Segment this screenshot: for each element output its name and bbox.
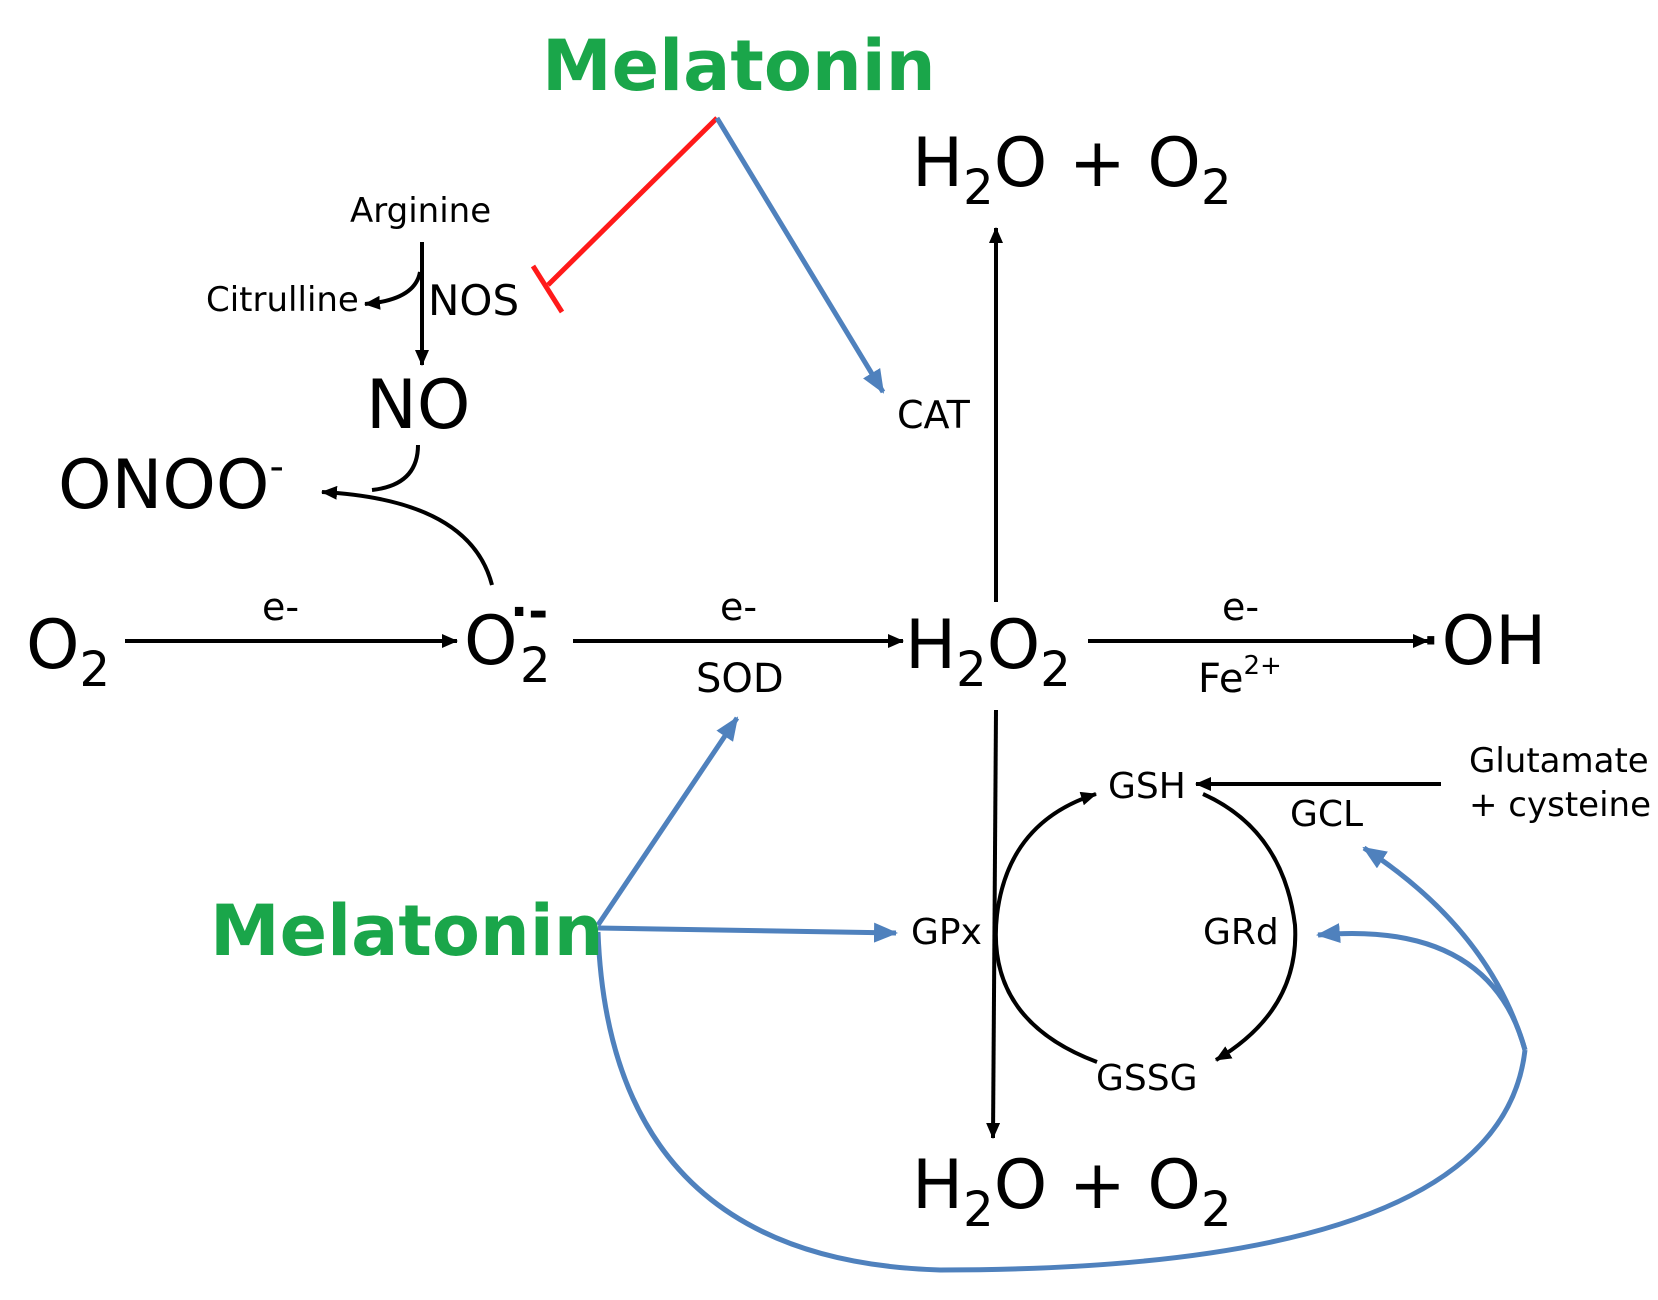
no-label: NO [366, 366, 470, 445]
melatonin-activates-grd-gcl-curve [595, 931, 1528, 1273]
peroxynitrite-charge: - [269, 444, 283, 490]
superoxide-to-onoo-arrow [321, 485, 494, 586]
gsh-label: GSH [1108, 766, 1186, 807]
superoxide-charge: ·- [510, 584, 548, 640]
superoxide-label: O [464, 602, 518, 681]
gpx-label: GPx [911, 912, 982, 953]
hydroxyl-radical-label: ·OH [1420, 602, 1546, 681]
cysteine-label: + cysteine [1469, 785, 1651, 825]
oxygen-left-label: O2 [26, 606, 110, 698]
electron-label-3: e- [1222, 585, 1259, 629]
gssg-label: GSSG [1096, 1058, 1198, 1099]
nos-label: NOS [428, 276, 519, 325]
peroxynitrite-label: ONOO- [58, 444, 284, 525]
inhibition-bar [530, 264, 565, 314]
water-oxygen-bottom-label: H2O + O2 [912, 1146, 1232, 1238]
arginine-label: Arginine [350, 191, 491, 231]
electron-label-1: e- [262, 585, 299, 629]
cat-label: CAT [897, 393, 971, 437]
melatonin-bottom-label: Melatonin [210, 890, 604, 972]
grd-label: GRd [1203, 912, 1279, 953]
sod-label: SOD [696, 656, 784, 702]
electron-label-2: e- [720, 585, 757, 629]
melatonin-inhibits-nos-line [546, 116, 719, 287]
to-grd-arrow [1316, 923, 1528, 1051]
to-gcl-arrow [1362, 845, 1528, 1051]
gssg-to-gsh-arc [993, 791, 1098, 1064]
iron-label: Fe2+ [1198, 651, 1282, 702]
gcl-label: GCL [1290, 794, 1363, 835]
citrulline-label: Citrulline [206, 280, 359, 320]
glutamate-label: Glutamate [1469, 741, 1649, 781]
h2o2-label: H2O2 [905, 606, 1071, 698]
no-to-onoo-arrow [371, 444, 420, 492]
superoxide-sub: 2 [520, 638, 551, 694]
to-citrulline-arrow [364, 271, 422, 310]
water-oxygen-top-label: H2O + O2 [912, 124, 1232, 216]
melatonin-activates-sod-arrow [595, 716, 740, 927]
melatonin-activates-cat-arrow [714, 116, 886, 394]
gsh-to-gssg-arc [1202, 792, 1298, 1062]
melatonin-activates-gpx-arrow [597, 922, 898, 943]
melatonin-top-label: Melatonin [542, 25, 936, 107]
